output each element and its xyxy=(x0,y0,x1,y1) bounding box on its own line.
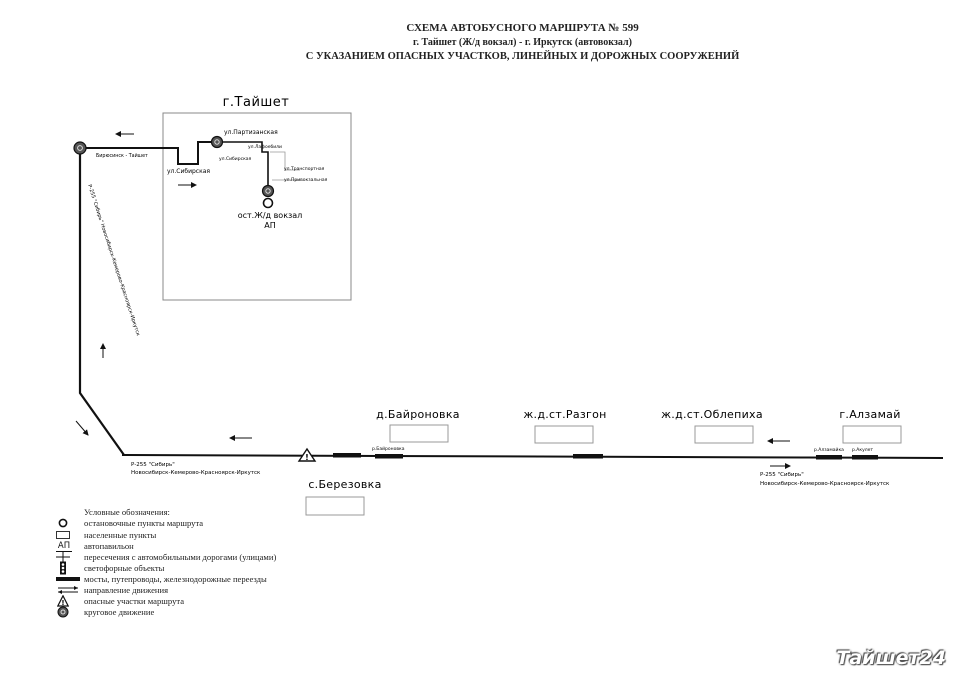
bridge-bar-icon xyxy=(816,455,842,460)
site-watermark: Тайшет24 xyxy=(836,647,946,669)
roundabout-icon xyxy=(210,135,224,149)
street-label-privokzalnaya: ул.Привокзальная xyxy=(284,177,328,183)
legend-item-bridge: мосты, путепроводы, железнодорожные пере… xyxy=(56,573,267,585)
title-line-2: г. Тайшет (Ж/д вокзал) - г. Иркутск (авт… xyxy=(413,37,632,48)
settlement-box-icon xyxy=(842,425,902,444)
settlement-alzamay: г.Алзамай xyxy=(839,408,902,444)
legend-text: направление движения xyxy=(84,585,169,595)
street-label-partizanskaya: ул.Партизанская xyxy=(224,129,278,136)
legend-text: опасные участки маршрута xyxy=(84,596,185,606)
settlement-box-icon xyxy=(305,496,365,516)
settlement-name: с.Березовка xyxy=(308,478,381,491)
city-route xyxy=(212,141,269,190)
bridge-bar-icon xyxy=(573,454,603,459)
settlement-bayronovka: д.Байроновка xyxy=(376,408,460,443)
settlement-razgon: ж.д.ст.Разгон xyxy=(523,408,606,444)
schema-title: СХЕМА АВТОБУСНОГО МАРШРУТА № 599 г. Тайш… xyxy=(0,22,960,62)
warning-triangle-icon: ! xyxy=(57,595,69,607)
traffic-light-icon xyxy=(60,561,66,575)
legend-item-stop: остановочные пункты маршрута xyxy=(56,517,203,529)
main-road-right-label-2: Новосибирск-Кемерово-Красноярск-Иркутск xyxy=(760,481,890,487)
legend-item-settlement: населенные пункты xyxy=(56,529,156,541)
bridge-bar-icon xyxy=(375,454,403,459)
settlement-oblepikha: ж.д.ст.Облепиха xyxy=(661,408,763,444)
legend-text: автопавильон xyxy=(84,541,134,551)
roundabout-icon xyxy=(73,141,87,155)
station-label: ост.Ж/д вокзал xyxy=(238,211,303,220)
settlement-box-icon xyxy=(694,425,754,444)
main-road-label-2: Новосибирск-Кемерово-Красноярск-Иркутск xyxy=(131,470,261,476)
road-to-city xyxy=(80,141,212,165)
legend-text: пересечения с автомобильными дорогами (у… xyxy=(84,552,277,562)
settlement-berezovka: с.Березовка xyxy=(305,478,381,516)
settlement-box-icon xyxy=(56,531,70,539)
street-label-lazo: ул.Лафоебили xyxy=(248,144,282,150)
direction-arrows xyxy=(75,131,791,469)
direction-arrows-icon xyxy=(58,586,78,594)
settlement-name: ж.д.ст.Разгон xyxy=(523,408,606,421)
svg-text:!: ! xyxy=(305,453,309,462)
roundabout-icon xyxy=(261,184,275,198)
river-label-bayronovka: р.Байроновка xyxy=(372,445,405,452)
legend-item-danger: ! опасные участки маршрута xyxy=(56,595,184,607)
station-badge: АП xyxy=(264,221,276,230)
stop-circle-icon xyxy=(58,518,68,528)
settlement-box-icon xyxy=(389,424,449,443)
settlement-name: д.Байроновка xyxy=(376,408,460,421)
legend-text: мосты, путепроводы, железнодорожные пере… xyxy=(84,574,267,584)
title-line-3: С УКАЗАНИЕМ ОПАСНЫХ УЧАСТКОВ, ЛИНЕЙНЫХ И… xyxy=(305,51,740,62)
bridge-bar-icon xyxy=(852,455,878,460)
city-inset-frame xyxy=(162,112,352,301)
roundabout-icon xyxy=(57,606,69,618)
main-road xyxy=(121,454,944,459)
arrow-down-icon xyxy=(75,420,89,436)
main-road-label-1: Р-255 "Сибирь" xyxy=(131,462,175,468)
legend-item-roundabout: круговое движение xyxy=(56,606,154,618)
warning-triangle-icon: ! xyxy=(297,447,317,462)
legend-item-traffic-light: светофорные объекты xyxy=(56,561,165,575)
highway-left xyxy=(78,148,125,456)
river-label-akulet: р.Акулет xyxy=(852,447,873,453)
street-label-sibirskaya: ул.Сибирская xyxy=(167,168,210,175)
bridge-bar-icon xyxy=(333,453,361,458)
street-label-sibirskaya-upper: ул.Сибирская xyxy=(219,156,252,162)
river-label-alzamaika: р.Алзамайка xyxy=(814,446,844,453)
highway-direction-label: Бирюсинск - Тайшет xyxy=(96,152,148,159)
legend-text: остановочные пункты маршрута xyxy=(84,518,204,528)
legend-title: Условные обозначения: xyxy=(84,507,170,517)
settlement-box-icon xyxy=(534,425,594,444)
bridge-bar-icon xyxy=(56,577,80,581)
legend-item-crossing: пересечения с автомобильными дорогами (у… xyxy=(56,551,276,563)
station-stop-icon xyxy=(262,197,274,209)
svg-text:!: ! xyxy=(61,599,64,607)
city-name: г.Тайшет xyxy=(223,95,290,110)
settlement-name: ж.д.ст.Облепиха xyxy=(661,408,763,421)
title-line-1: СХЕМА АВТОБУСНОГО МАРШРУТА № 599 xyxy=(406,22,639,34)
settlement-name: г.Алзамай xyxy=(839,408,900,421)
legend-text: круговое движение xyxy=(84,607,155,617)
main-road-right-label-1: Р-255 "Сибирь" xyxy=(760,472,804,478)
legend-text: светофорные объекты xyxy=(84,563,165,573)
legend-item-pavilion: АП автопавильон xyxy=(56,540,134,552)
road-crossing-icon xyxy=(56,551,70,563)
pavilion-badge-icon: АП xyxy=(56,540,72,552)
highway-vertical-label: Р-255 "Сибирь" Новосибирск-Кемерово-Крас… xyxy=(86,184,141,337)
street-label-transportnaya: ул.Транспортная xyxy=(284,166,325,172)
legend-item-direction: направление движения xyxy=(56,584,168,596)
street-transportnaya xyxy=(270,151,300,171)
legend-text: населенные пункты xyxy=(84,530,157,540)
bridge-marks xyxy=(333,453,878,460)
